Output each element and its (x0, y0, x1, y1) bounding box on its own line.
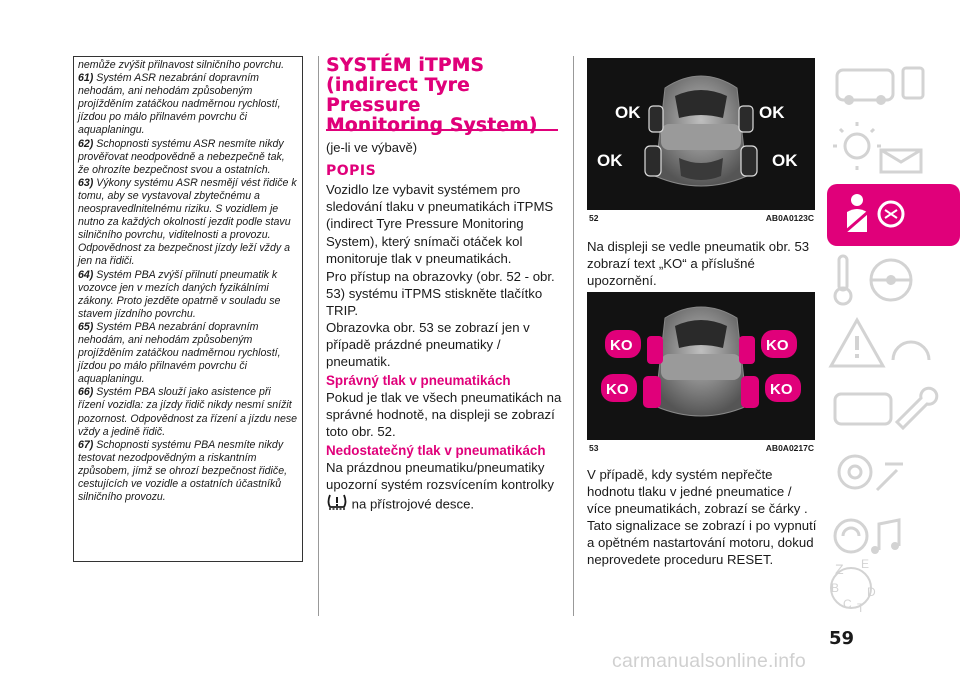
sidebar-tab-driving[interactable] (827, 250, 960, 314)
paragraph: Na displeji se vedle pneumatik obr. 53 z… (587, 239, 810, 289)
svg-text:Z: Z (835, 561, 844, 577)
column-divider (573, 56, 574, 616)
paragraph: V případě, kdy systém nepřečte hodnotu t… (587, 467, 808, 517)
note-text: Systém PBA nezabrání dopravním nehodám, … (78, 320, 281, 386)
figure-53-image: KO KO KO KO (587, 292, 815, 440)
note-number: 67) (78, 438, 94, 451)
svg-text:B: B (831, 581, 839, 595)
figure-number: 52 (589, 213, 599, 223)
heading-low-pressure: Nedostatečný tlak v pneumatikách (326, 443, 546, 458)
figure-number: 53 (589, 443, 599, 453)
svg-text:C: C (843, 597, 852, 611)
warning-lights-icon (833, 122, 923, 174)
paragraph: Obrazovka obr. 53 se zobrazí jen v přípa… (326, 320, 530, 370)
title-line: SYSTÉM iTPMS (326, 55, 485, 76)
title-line: Monitoring System) (326, 115, 538, 136)
note-text: Systém PBA zvýší přilnutí pneumatik k vo… (78, 268, 281, 320)
seatbelt-airbag-icon (827, 184, 960, 246)
heading-popis: POPIS (326, 163, 377, 179)
note-61: 61) Systém ASR nezabrání dopravním nehod… (78, 72, 298, 137)
paragraph-text: na přístrojové desce. (351, 497, 475, 512)
note-67: 67) Schopnosti systému PBA nesmíte nikdy… (78, 439, 298, 504)
figure-code: AB0A0123C (765, 213, 814, 223)
car-info-icon (835, 66, 925, 105)
note-text: nemůže zvýšit přilnavost silničního povr… (78, 59, 285, 71)
sidebar-tab-warning-lights[interactable] (827, 120, 960, 184)
note-number: 66) (78, 386, 94, 399)
note-number: 63) (78, 176, 94, 189)
note-number: 62) (78, 137, 94, 150)
note-66: 66) Systém PBA slouží jako asistence při… (78, 386, 298, 438)
section-title: SYSTÉM iTPMS (indirect Tyre Pressure Mon… (326, 56, 564, 136)
note-text: Systém ASR nezabrání dopravním nehodám, … (78, 72, 281, 137)
index-icon: Z E B D C T (830, 557, 876, 615)
title-line: (indirect Tyre (326, 75, 470, 96)
fl-ko-label: KO (610, 337, 633, 354)
sidebar-tab-safety[interactable] (827, 184, 960, 246)
title-underline (326, 129, 558, 131)
fr-ko-label: KO (766, 337, 789, 354)
multimedia-icon (833, 518, 901, 554)
maintenance-icon (833, 386, 939, 431)
technical-data-icon (837, 454, 903, 492)
svg-text:E: E (861, 557, 869, 571)
rl-ok-label: OK (597, 151, 623, 170)
paragraph: Pokud je tlak ve všech pneumatikách na s… (326, 390, 562, 440)
rl-ko-label: KO (606, 381, 629, 398)
heading-correct-pressure: Správný tlak v pneumatikách (326, 373, 511, 388)
fl-ok-label: OK (615, 103, 641, 122)
subtitle: (je-li ve výbavě) (326, 140, 418, 155)
car-ko-illustration: KO KO KO KO (587, 292, 815, 440)
figure-code: AB0A0217C (765, 443, 814, 453)
rr-ok-label: OK (772, 151, 798, 170)
note-text: Schopnosti systému PBA nesmíte nikdy tes… (78, 438, 288, 504)
paragraph: Na prázdnou pneumatiku/pneumatiky upozor… (326, 459, 562, 518)
steering-key-icon (833, 254, 913, 306)
rr-ko-label: KO (770, 381, 793, 398)
note-number: 65) (78, 320, 94, 333)
sidebar-tab-multimedia[interactable] (827, 506, 960, 570)
watermark: carmanualsonline.info (612, 650, 806, 672)
note-number: 61) (78, 72, 94, 85)
paragraph: Tato signalizace se zobrazí i po vypnutí… (587, 518, 817, 568)
emergency-icon (828, 316, 931, 368)
note-65: 65) Systém PBA nezabrání dopravním nehod… (78, 321, 298, 386)
note-text: Systém PBA slouží jako asistence při říz… (78, 386, 298, 438)
warning-notes-box: nemůže zvýšit přilnavost silničního povr… (73, 56, 303, 562)
sidebar-tab-emergency[interactable] (827, 314, 960, 378)
svg-text:T: T (857, 601, 865, 615)
car-ok-illustration: OK OK OK OK (587, 58, 815, 210)
title-line: Pressure (326, 95, 421, 116)
note-number: 64) (78, 268, 94, 281)
tire-pressure-warning-icon (326, 493, 348, 517)
note-0: nemůže zvýšit přilnavost silničního povr… (78, 59, 298, 72)
page-number: 59 (829, 628, 855, 649)
paragraph: Vozidlo lze vybavit systémem pro sledová… (326, 182, 554, 266)
chapter-sidebar: Z E B D C T (827, 56, 960, 616)
note-63: 63) Výkony systému ASR nesmějí vést řidi… (78, 177, 298, 269)
note-62: 62) Schopnosti systému ASR nesmíte nikdy… (78, 138, 298, 177)
sidebar-tab-technical-data[interactable] (827, 442, 960, 506)
note-64: 64) Systém PBA zvýší přilnutí pneumatik … (78, 269, 298, 321)
sidebar-tab-car-info[interactable] (827, 56, 960, 120)
fr-ok-label: OK (759, 103, 785, 122)
sidebar-tab-maintenance[interactable] (827, 378, 960, 442)
column-divider (318, 56, 319, 616)
figure-52-image: OK OK OK OK (587, 58, 815, 210)
paragraph: Pro přístup na obrazovky (obr. 52 - obr.… (326, 269, 555, 319)
note-text: Výkony systému ASR nesmějí vést řidiče k… (78, 176, 297, 268)
note-text: Schopnosti systému ASR nesmíte nikdy pro… (78, 137, 285, 176)
sidebar-tab-index[interactable]: Z E B D C T (827, 556, 960, 620)
paragraph-text: Na prázdnou pneumatiku/pneumatiky upozor… (326, 460, 554, 493)
